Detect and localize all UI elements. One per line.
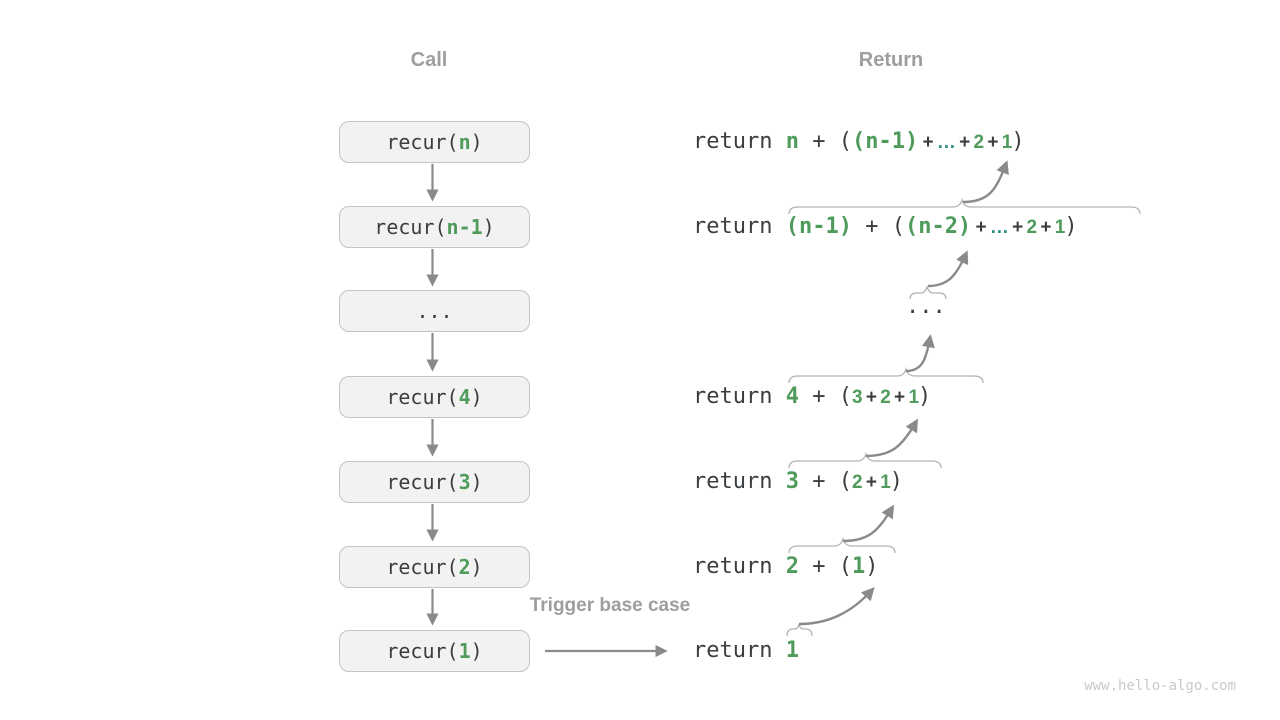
brace-icon: [788, 366, 984, 384]
text-segment: n: [785, 129, 799, 154]
text-segment: +: [861, 387, 881, 408]
call-box-recur-2: recur(2): [339, 546, 530, 588]
text-segment: ): [470, 130, 483, 154]
return-arrow-icon: [927, 250, 969, 288]
text-segment: 1: [1054, 217, 1066, 238]
text-segment: return: [693, 554, 786, 579]
call-box-ellipsis: ...: [339, 290, 530, 332]
text-segment: ...: [906, 294, 946, 319]
text-segment: +: [1036, 217, 1055, 238]
text-segment: ): [470, 555, 483, 579]
text-segment: ): [918, 384, 932, 409]
return-expression-1: return 1: [693, 636, 799, 666]
call-box-recur-n: recur(n): [339, 121, 530, 163]
text-segment: …: [936, 132, 956, 153]
text-segment: +: [971, 217, 990, 238]
text-segment: 3: [851, 387, 863, 408]
text-segment: +: [798, 469, 839, 494]
return-column-header: Return: [858, 49, 924, 71]
text-segment: (: [891, 214, 905, 239]
text-segment: +: [798, 384, 839, 409]
text-segment: ): [470, 470, 483, 494]
text-segment: 1: [908, 387, 919, 408]
text-segment: +: [798, 554, 839, 579]
text-segment: ): [889, 469, 904, 494]
text-segment: (: [838, 384, 852, 409]
return-arrow-icon: [962, 160, 1009, 204]
text-segment: n: [458, 130, 471, 154]
text-segment: (n-1): [851, 129, 919, 154]
text-segment: ): [482, 215, 495, 239]
text-segment: …: [989, 217, 1009, 238]
text-segment: recur(: [386, 555, 459, 579]
text-segment: (: [838, 129, 852, 154]
brace-icon: [788, 451, 942, 469]
text-segment: ...: [416, 299, 453, 323]
text-segment: recur(: [374, 215, 447, 239]
return-expression-2: return 2 + (1): [693, 552, 878, 582]
text-segment: 1: [785, 638, 799, 663]
call-box-recur-4: recur(4): [339, 376, 530, 418]
return-expression-n-1: return (n-1) + ((n-2) + … + 2 + 1): [693, 212, 1078, 242]
text-segment: return: [693, 384, 786, 409]
return-ellipsis: ...: [906, 292, 946, 322]
return-arrow-icon: [865, 418, 918, 458]
brace-icon: [788, 536, 896, 554]
text-segment: 1: [458, 639, 471, 663]
call-column-header: Call: [410, 49, 448, 71]
text-segment: 2: [785, 554, 799, 579]
text-segment: recur(: [386, 130, 459, 154]
text-segment: recur(: [386, 385, 459, 409]
text-segment: +: [954, 132, 974, 153]
text-segment: 3: [458, 470, 471, 494]
text-segment: return: [693, 129, 786, 154]
text-segment: return: [693, 214, 786, 239]
text-segment: ): [865, 554, 879, 579]
brace-icon: [786, 623, 813, 637]
text-segment: +: [1007, 217, 1027, 238]
text-segment: +: [983, 132, 1002, 153]
call-box-recur-n-1: recur(n-1): [339, 206, 530, 248]
text-segment: 3: [785, 469, 799, 494]
text-segment: 2: [1026, 217, 1038, 238]
text-segment: +: [889, 387, 909, 408]
text-segment: +: [851, 214, 892, 239]
call-box-recur-1: recur(1): [339, 630, 530, 672]
text-segment: 2: [973, 132, 985, 153]
text-segment: (: [838, 554, 852, 579]
text-segment: return: [693, 469, 786, 494]
text-segment: +: [918, 132, 937, 153]
text-segment: 2: [851, 472, 863, 493]
text-segment: n-1: [446, 215, 483, 239]
return-expression-n: return n + ((n-1) + … + 2 + 1): [693, 127, 1025, 157]
text-segment: 4: [458, 385, 471, 409]
text-segment: ): [1064, 214, 1078, 239]
text-segment: 2: [458, 555, 471, 579]
text-segment: +: [861, 472, 881, 493]
return-expression-3: return 3 + (2 + 1): [693, 467, 903, 497]
watermark: www.hello-algo.com: [1084, 678, 1236, 694]
text-segment: recur(: [386, 639, 459, 663]
text-segment: 2: [880, 387, 891, 408]
text-segment: ): [470, 639, 483, 663]
text-segment: (: [838, 469, 852, 494]
text-segment: (n-1): [785, 214, 852, 239]
text-segment: (n-2): [904, 214, 972, 239]
text-segment: ): [470, 385, 483, 409]
trigger-base-case-label: Trigger base case: [529, 595, 691, 616]
text-segment: ): [1011, 129, 1025, 154]
return-arrow-icon: [798, 587, 875, 626]
text-segment: +: [798, 129, 839, 154]
text-segment: recur(: [386, 470, 459, 494]
text-segment: 4: [785, 384, 799, 409]
call-box-recur-3: recur(3): [339, 461, 530, 503]
text-segment: 1: [851, 554, 866, 579]
text-segment: return: [693, 638, 786, 663]
text-segment: 1: [880, 472, 891, 493]
return-arrow-icon: [842, 504, 895, 543]
return-arrow-icon: [905, 334, 935, 373]
return-expression-4: return 4 + (3 + 2 + 1): [693, 382, 931, 412]
text-segment: 1: [1001, 132, 1013, 153]
